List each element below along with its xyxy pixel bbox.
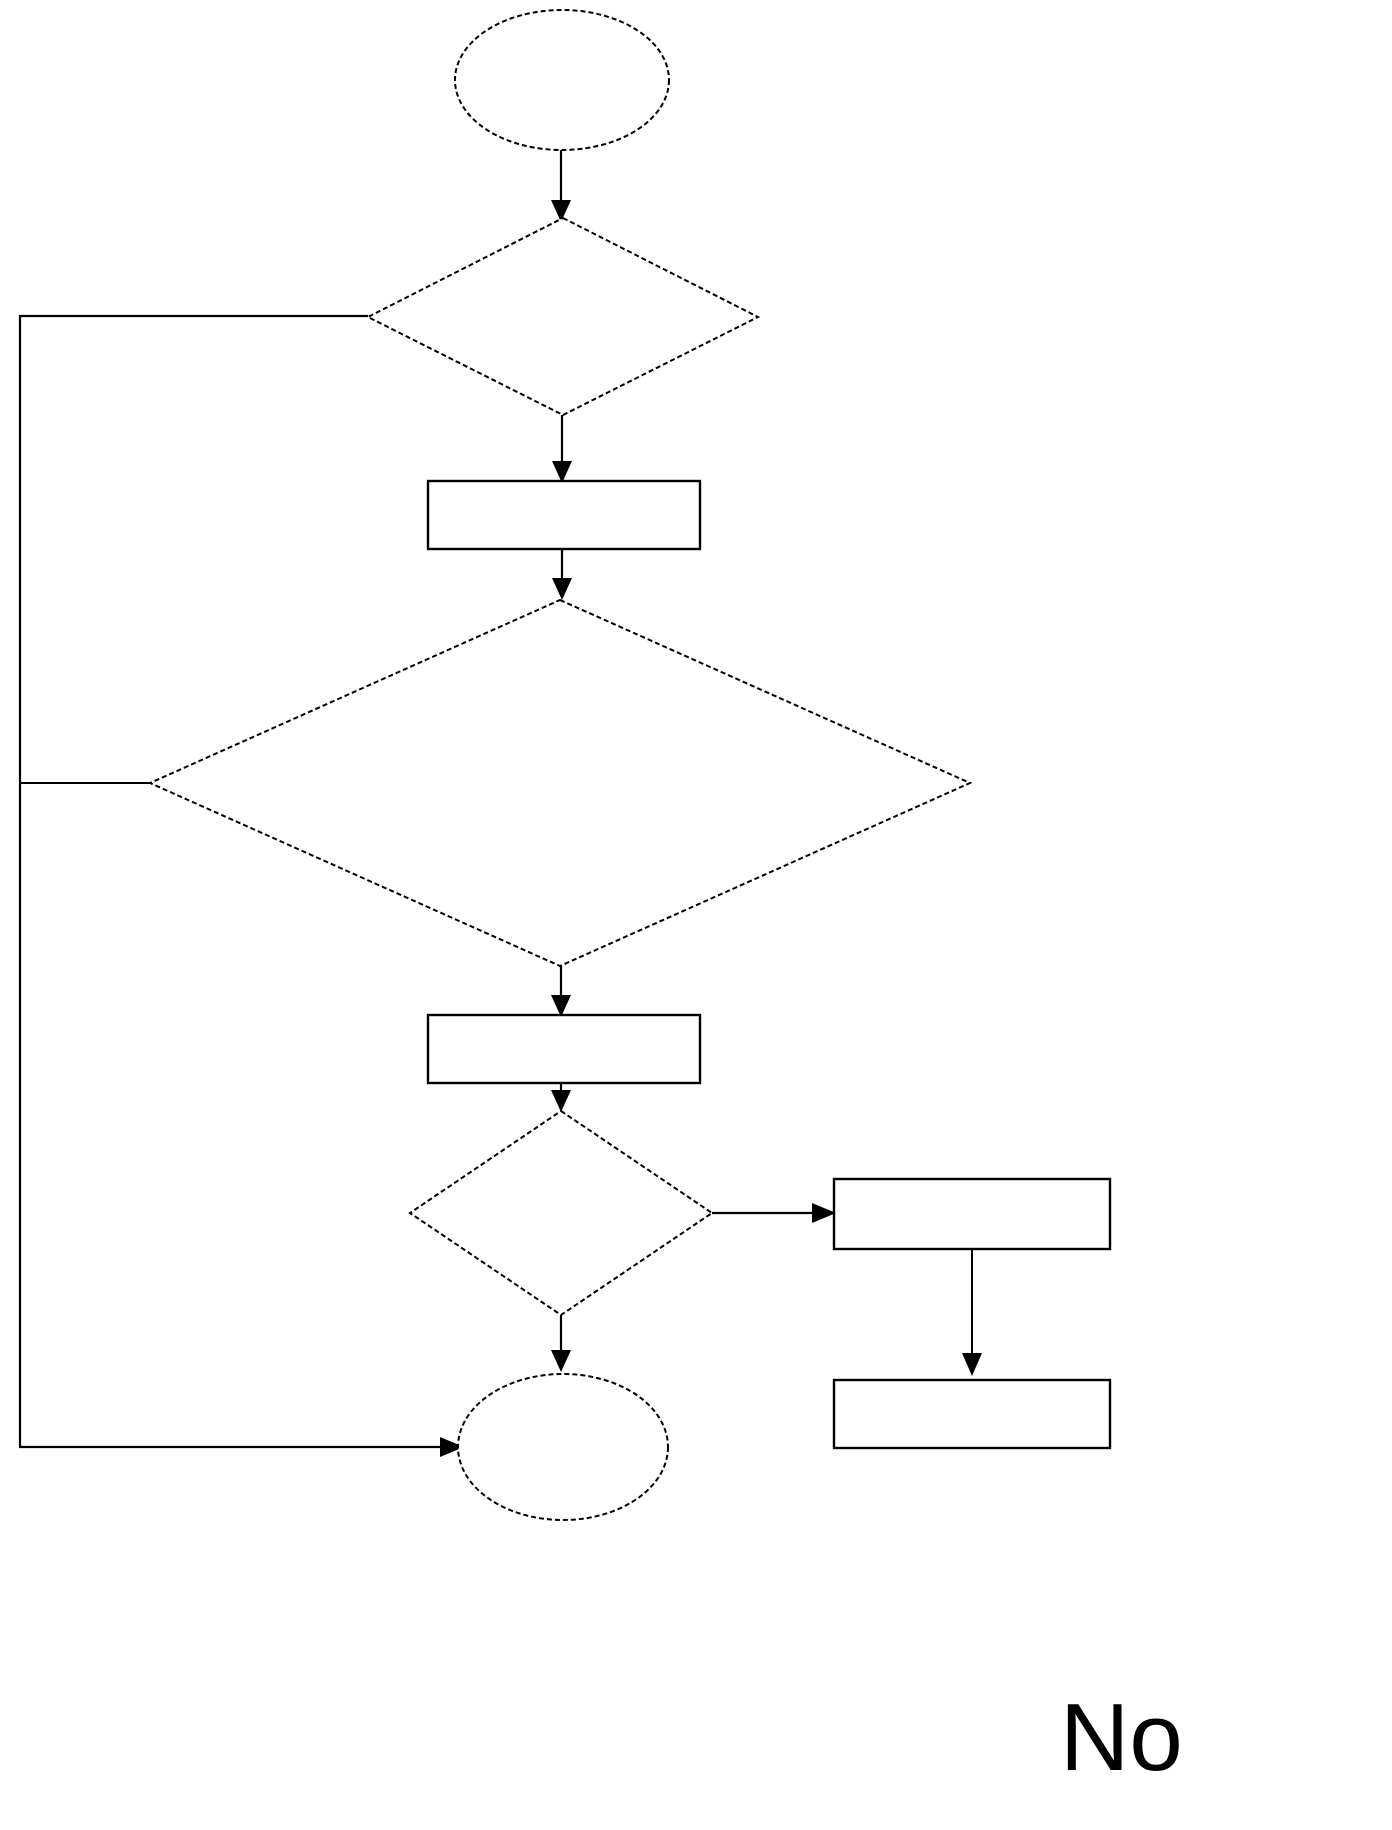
node-start-terminator[interactable] <box>454 9 670 151</box>
node-process-1[interactable] <box>426 479 702 551</box>
arrowhead-icon <box>552 461 572 483</box>
edge-decision-1-left-rail <box>18 314 464 1457</box>
arrowhead-icon <box>962 1353 982 1376</box>
arrowhead-icon <box>440 1437 464 1457</box>
arrowhead-icon <box>552 578 572 600</box>
node-decision-1[interactable] <box>365 216 761 417</box>
edge-process-1-to-decision-2 <box>552 549 572 600</box>
arrowhead-icon <box>551 1350 571 1372</box>
node-decision-2[interactable] <box>147 598 973 968</box>
arrowhead-icon <box>551 1090 571 1112</box>
node-decision-3[interactable] <box>408 1109 714 1317</box>
node-end-terminator[interactable] <box>457 1373 669 1521</box>
corner-label-no: No <box>1060 1684 1183 1791</box>
edge-decision-1-to-process-1 <box>552 415 572 483</box>
edge-branch-upper-to-lower <box>962 1250 982 1376</box>
edge-decision-2-to-process-2 <box>551 966 571 1017</box>
arrowhead-icon <box>812 1203 836 1223</box>
node-process-branch-upper[interactable] <box>832 1177 1112 1251</box>
edge-process-2-to-decision-3 <box>551 1083 571 1112</box>
arrowhead-icon <box>551 995 571 1017</box>
edge-decision-3-to-end <box>551 1315 571 1372</box>
edge-decision-3-to-branch-upper <box>712 1203 836 1223</box>
edge-start-to-decision-1 <box>551 150 571 222</box>
node-process-2[interactable] <box>426 1013 702 1085</box>
arrowhead-icon <box>551 200 571 222</box>
node-process-branch-lower[interactable] <box>832 1378 1112 1450</box>
